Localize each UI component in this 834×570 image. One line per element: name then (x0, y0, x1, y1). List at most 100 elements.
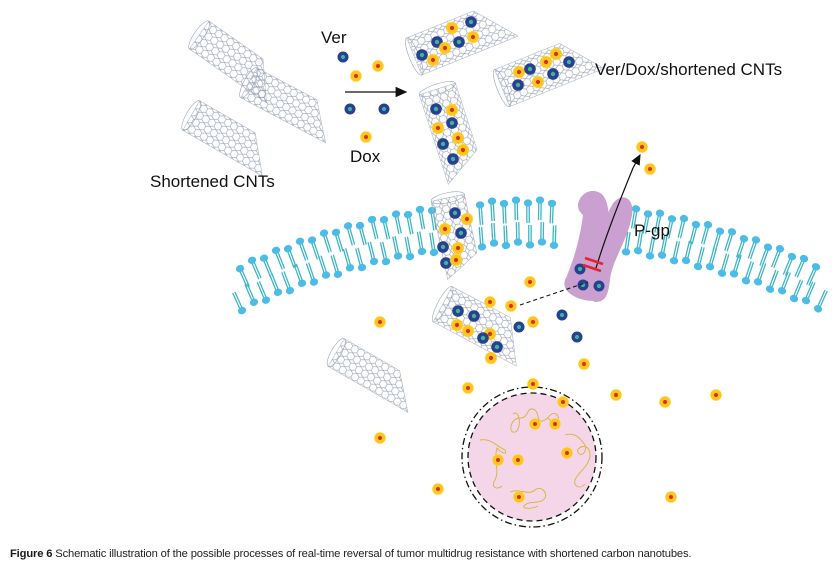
verapamil-molecule (447, 153, 459, 165)
verapamil-molecule (453, 36, 465, 48)
efflux-arrow (595, 153, 641, 269)
nanotube (493, 43, 605, 108)
phospholipid (621, 231, 631, 256)
phospholipid (247, 256, 262, 280)
phospholipid (724, 228, 737, 252)
phospholipid (681, 240, 693, 265)
phospholipid (535, 196, 545, 221)
phospholipid (293, 263, 307, 287)
doxorubicin-molecule (466, 30, 480, 44)
phospholipid (665, 215, 677, 239)
phospholipid (677, 214, 689, 239)
verapamil-molecule (512, 79, 524, 91)
verapamil-molecule (437, 138, 449, 150)
phospholipid (777, 271, 791, 295)
phospholipid (705, 246, 718, 271)
doxorubicin-molecule (524, 276, 536, 288)
phospholipid (741, 261, 755, 285)
phospholipid (367, 241, 379, 266)
phospholipid (342, 248, 355, 272)
doxorubicin-molecule (445, 103, 459, 117)
phospholipid (318, 255, 331, 279)
phospholipid (511, 196, 521, 221)
doxorubicin-molecule (531, 75, 545, 89)
doxorubicin-molecule (578, 358, 590, 370)
inhibition-mark (582, 256, 604, 273)
pgp-inhibition-path (519, 281, 589, 306)
verapamil-molecule (430, 103, 442, 115)
phospholipid (244, 283, 259, 306)
phospholipid (642, 210, 653, 234)
verapamil-molecule (577, 279, 589, 291)
doxorubicin-molecule (350, 70, 362, 82)
phospholipid (355, 247, 367, 272)
phospholipid (513, 222, 523, 246)
phospholipid (813, 289, 828, 313)
phospholipid (794, 254, 809, 278)
doxorubicin-molecule (456, 143, 470, 157)
doxorubicin-molecule (374, 432, 386, 444)
nanotube (239, 67, 327, 144)
phospholipid (259, 254, 274, 278)
phospholipid (355, 221, 367, 246)
doxorubicin-molecule (527, 378, 539, 390)
phospholipid (654, 209, 665, 234)
phospholipid (657, 235, 668, 259)
phospholipid (693, 246, 705, 271)
phospholipid (281, 271, 295, 295)
doxorubicin-molecule (636, 141, 648, 153)
phospholipid (331, 228, 344, 253)
verapamil-molecule (452, 305, 464, 317)
verapamil-molecule (378, 103, 390, 115)
doxorubicin-molecule (549, 418, 561, 430)
phospholipid (477, 226, 487, 251)
phospholipid (747, 236, 761, 260)
phospholipid (523, 199, 533, 224)
doxorubicin-molecule (461, 324, 475, 338)
schematic-illustration: Ver Dox Shortened CNTs Ver/Dox/shortened… (150, 10, 828, 528)
doxorubicin-molecule (426, 53, 440, 67)
doxorubicin-molecule (484, 296, 496, 308)
verapamil-molecule (446, 117, 458, 129)
verapamil-molecule (455, 227, 467, 239)
phospholipid (501, 225, 511, 250)
doxorubicin-molecule (549, 47, 563, 61)
phospholipid (782, 252, 797, 276)
nanotube (418, 81, 478, 185)
doxorubicin-molecule (512, 454, 524, 466)
verapamil-molecule (449, 207, 461, 219)
doxorubicin-molecule (665, 491, 677, 503)
phospholipid (295, 237, 309, 261)
verapamil-molecule (593, 280, 605, 292)
doxorubicin-molecule (451, 241, 465, 255)
phospholipid (525, 224, 535, 249)
phospholipid (633, 230, 644, 255)
verapamil-molecule (344, 103, 356, 115)
phospholipid (537, 222, 547, 246)
verapamil-molecule (477, 332, 489, 344)
phospholipid (712, 227, 725, 251)
phospholipid (379, 215, 391, 240)
phospholipid (801, 281, 816, 305)
doxorubicin-molecule (451, 131, 465, 145)
verapamil-molecule (465, 16, 477, 28)
phospholipid (735, 235, 749, 259)
doxorubicin-molecule (460, 212, 474, 226)
phospholipid (765, 269, 779, 293)
doxorubicin-molecule (450, 318, 464, 332)
doxorubicin-molecule (561, 447, 573, 459)
verapamil-molecule (513, 321, 525, 333)
phospholipid (416, 231, 427, 256)
phospholipid (759, 243, 773, 267)
phospholipid (487, 197, 497, 222)
shortened-cnt-group (181, 20, 409, 413)
doxorubicin-molecule (529, 418, 541, 430)
doxorubicin-molecule (644, 163, 656, 175)
caption-text: Schematic illustration of the possible p… (52, 548, 692, 560)
phospholipid (700, 221, 713, 245)
doxorubicin-molecule (512, 65, 526, 79)
verapamil-molecule (468, 310, 480, 322)
nanotube (326, 338, 409, 413)
verapamil-molecule (547, 68, 559, 80)
phospholipid (630, 205, 641, 229)
